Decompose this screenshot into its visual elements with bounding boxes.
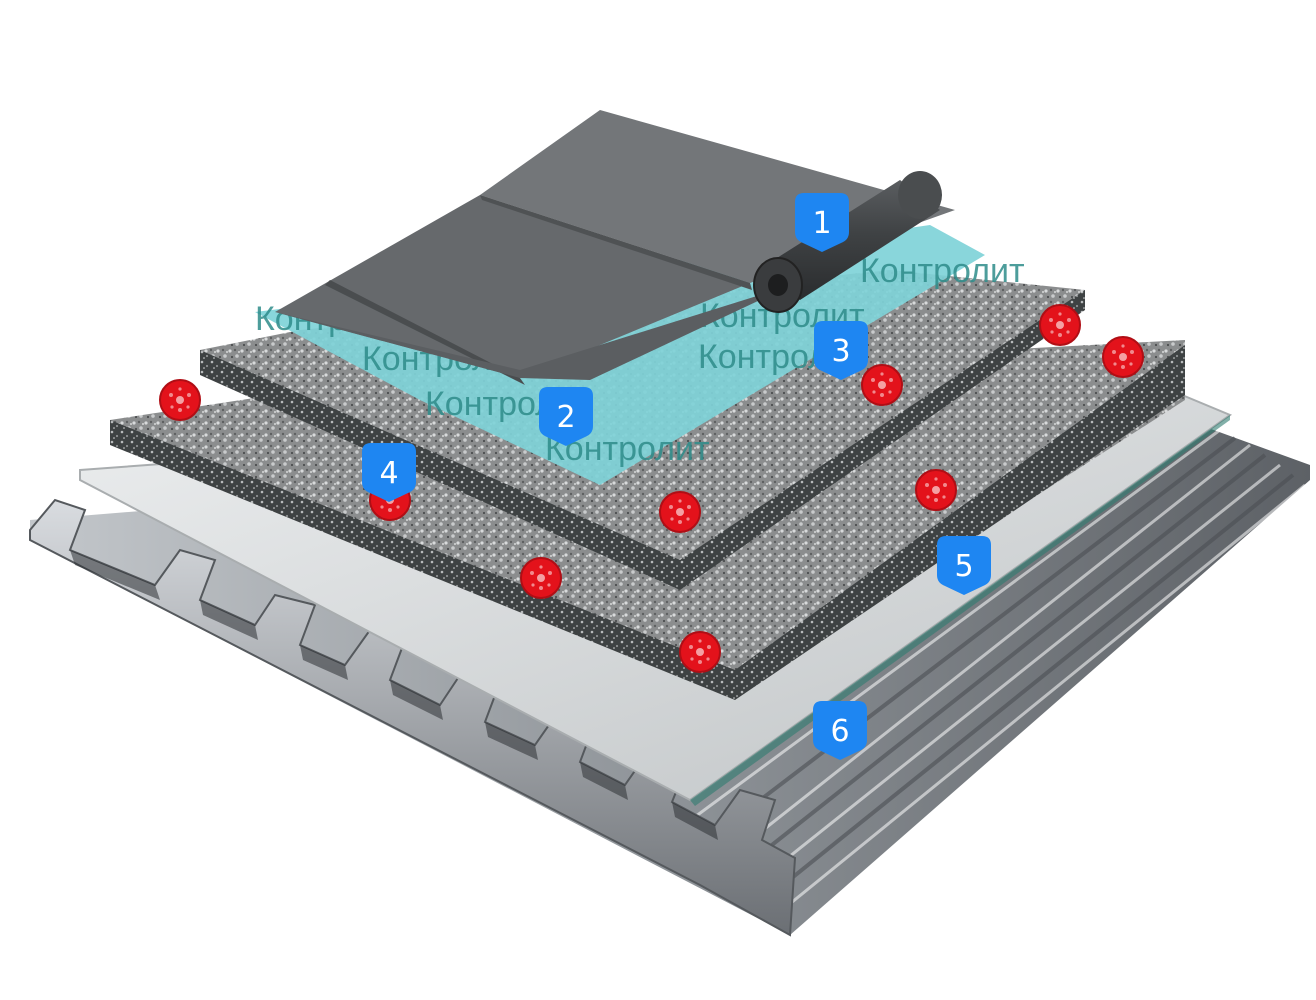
marker-label: 3 bbox=[831, 334, 850, 369]
marker-label: 5 bbox=[954, 549, 973, 584]
marker-6: 6 bbox=[813, 701, 867, 760]
marker-label: 6 bbox=[830, 714, 849, 749]
steel-deck-ribs bbox=[649, 428, 1306, 922]
marker-2: 2 bbox=[539, 387, 593, 446]
marker-label: 2 bbox=[556, 400, 575, 435]
fastener-icon bbox=[659, 491, 701, 533]
marker-3: 3 bbox=[814, 321, 868, 380]
fastener-icon bbox=[1039, 304, 1081, 346]
marker-5: 5 bbox=[937, 536, 991, 595]
fastener-icon bbox=[679, 631, 721, 673]
marker-1: 1 bbox=[795, 193, 849, 252]
membrane-roll bbox=[753, 171, 942, 313]
fastener-icon bbox=[159, 379, 201, 421]
fastener-icon bbox=[915, 469, 957, 511]
marker-label: 1 bbox=[812, 206, 831, 241]
fastener-icon bbox=[1102, 336, 1144, 378]
fastener-icon bbox=[861, 364, 903, 406]
fastener-icon bbox=[520, 557, 562, 599]
brand-text: Контролит bbox=[860, 252, 1025, 290]
marker-label: 4 bbox=[379, 456, 398, 491]
marker-4: 4 bbox=[362, 443, 416, 502]
